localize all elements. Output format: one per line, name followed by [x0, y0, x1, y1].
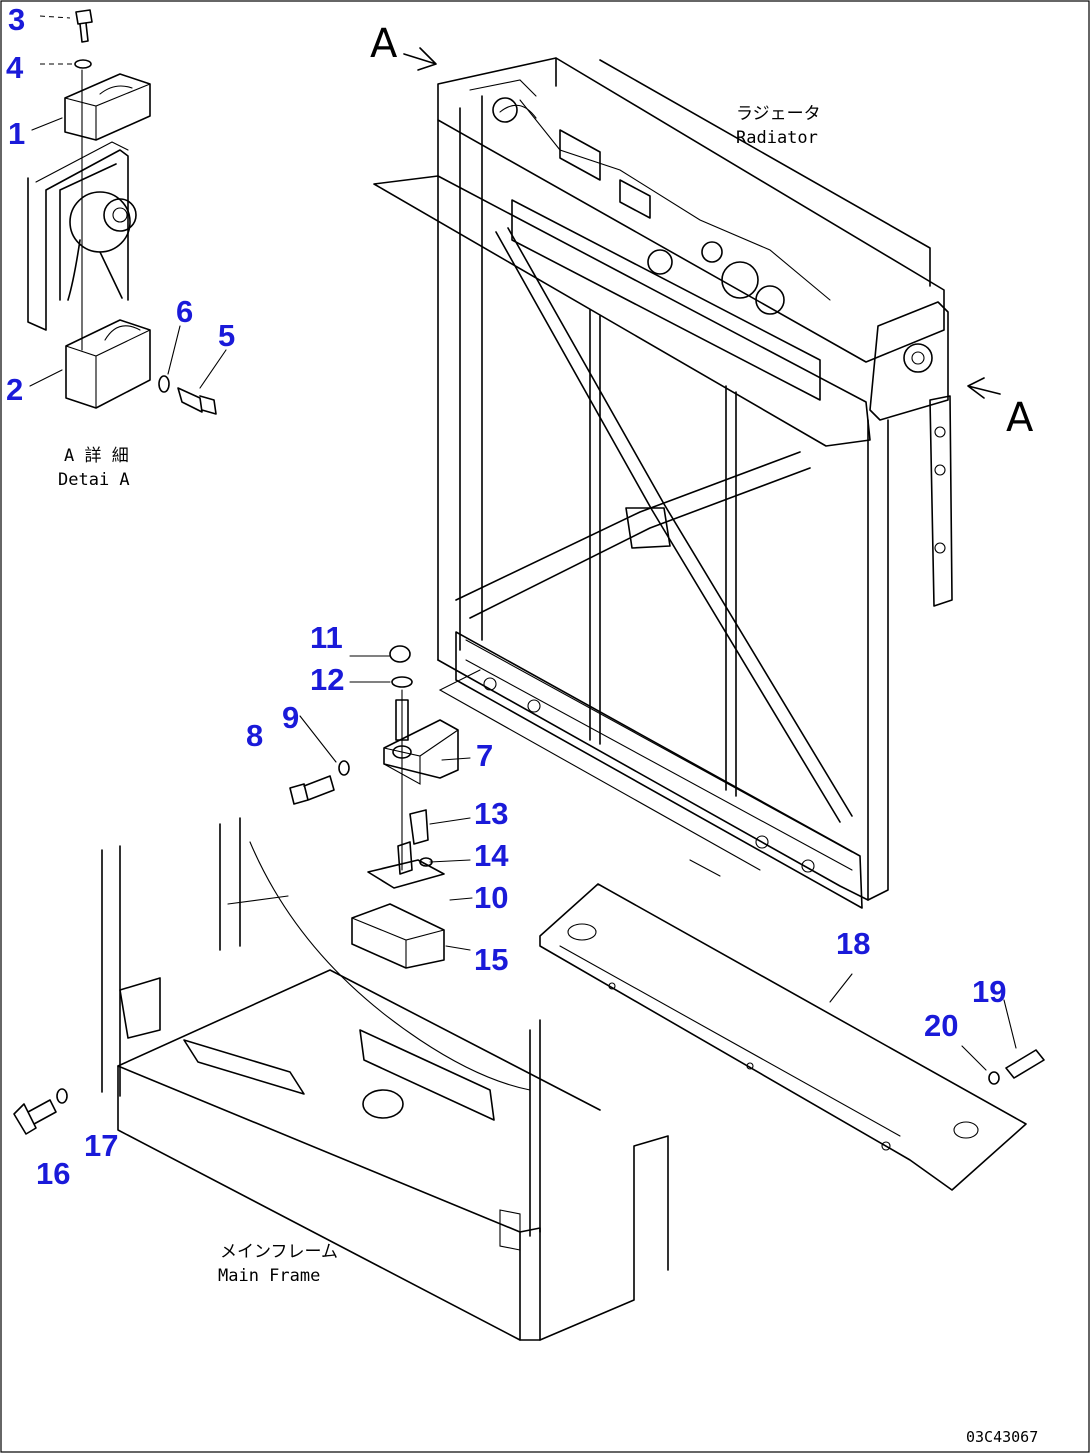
callout-16: 16	[36, 1156, 71, 1191]
radiator-lower-tank	[511, 199, 821, 401]
callout-10: 10	[474, 880, 509, 915]
washer-4	[74, 59, 92, 69]
bracket-15	[351, 903, 445, 969]
side-block	[869, 301, 949, 421]
view-mark-a-right: A	[1006, 395, 1034, 441]
clamp-upper-1	[64, 73, 151, 141]
view-arrow-right	[967, 377, 1001, 399]
callout-2: 2	[6, 372, 24, 407]
diagonal-brace-1	[495, 227, 853, 823]
plate-10	[367, 859, 445, 889]
bolt-19	[1005, 1049, 1045, 1079]
callout-11: 11	[310, 620, 343, 655]
callout-17: 17	[84, 1128, 119, 1163]
view-arrow-top	[403, 47, 437, 71]
bolt-13	[409, 809, 429, 845]
washer-9	[338, 760, 350, 776]
detail-a-label-jp: A 詳 細	[64, 446, 129, 466]
mount-parts	[289, 645, 473, 969]
callout-5: 5	[218, 318, 236, 353]
shroud-top-plate	[373, 175, 871, 447]
main-frame-label-jp: メインフレーム	[220, 1242, 338, 1262]
side-arm	[929, 395, 953, 607]
callout-13: 13	[474, 796, 509, 831]
drawing-code: 03C43067	[966, 1428, 1039, 1446]
bolt-8	[289, 775, 335, 805]
bracket-plate	[27, 149, 129, 331]
callout-14: 14	[474, 838, 509, 873]
detail-a-label-en: Detai A	[58, 470, 130, 490]
callout-9: 9	[282, 700, 300, 735]
callout-18: 18	[836, 926, 871, 961]
callout-7: 7	[476, 738, 494, 773]
detail-a-assembly	[27, 9, 227, 415]
lower-rail	[455, 631, 863, 909]
callout-20: 20	[924, 1008, 959, 1043]
bolt-3	[75, 9, 93, 43]
callout-3: 3	[8, 2, 26, 37]
main-frame	[13, 817, 669, 1341]
clamp-lower-2	[65, 319, 151, 409]
callout-12: 12	[310, 662, 345, 697]
callout-4: 4	[6, 50, 24, 85]
stud-7	[395, 699, 409, 741]
callout-6: 6	[176, 294, 194, 329]
frame-side-wall	[117, 1065, 521, 1341]
bolt-16	[13, 1099, 57, 1135]
radiator-label-en: Radiator	[736, 128, 818, 148]
washer-20	[988, 1071, 1000, 1085]
main-frame-label-en: Main Frame	[218, 1266, 321, 1286]
radiator-top-tank	[437, 57, 945, 363]
washer-12	[391, 676, 413, 688]
bolt-5	[177, 387, 217, 415]
cover-plate-18	[539, 883, 1045, 1191]
view-mark-a-top: A	[370, 21, 398, 67]
nut-11	[389, 645, 411, 663]
washer-6	[158, 375, 170, 393]
washer-17	[56, 1088, 68, 1104]
callout-19: 19	[972, 974, 1007, 1009]
callout-15: 15	[474, 942, 509, 977]
radiator-assembly	[373, 57, 953, 909]
callout-1: 1	[8, 116, 26, 151]
core-right-frame	[437, 419, 869, 901]
diagonal-brace-2	[455, 451, 811, 619]
callout-8: 8	[246, 718, 264, 753]
plate-18	[539, 883, 1027, 1191]
radiator-label-jp: ラジェータ	[736, 104, 821, 124]
